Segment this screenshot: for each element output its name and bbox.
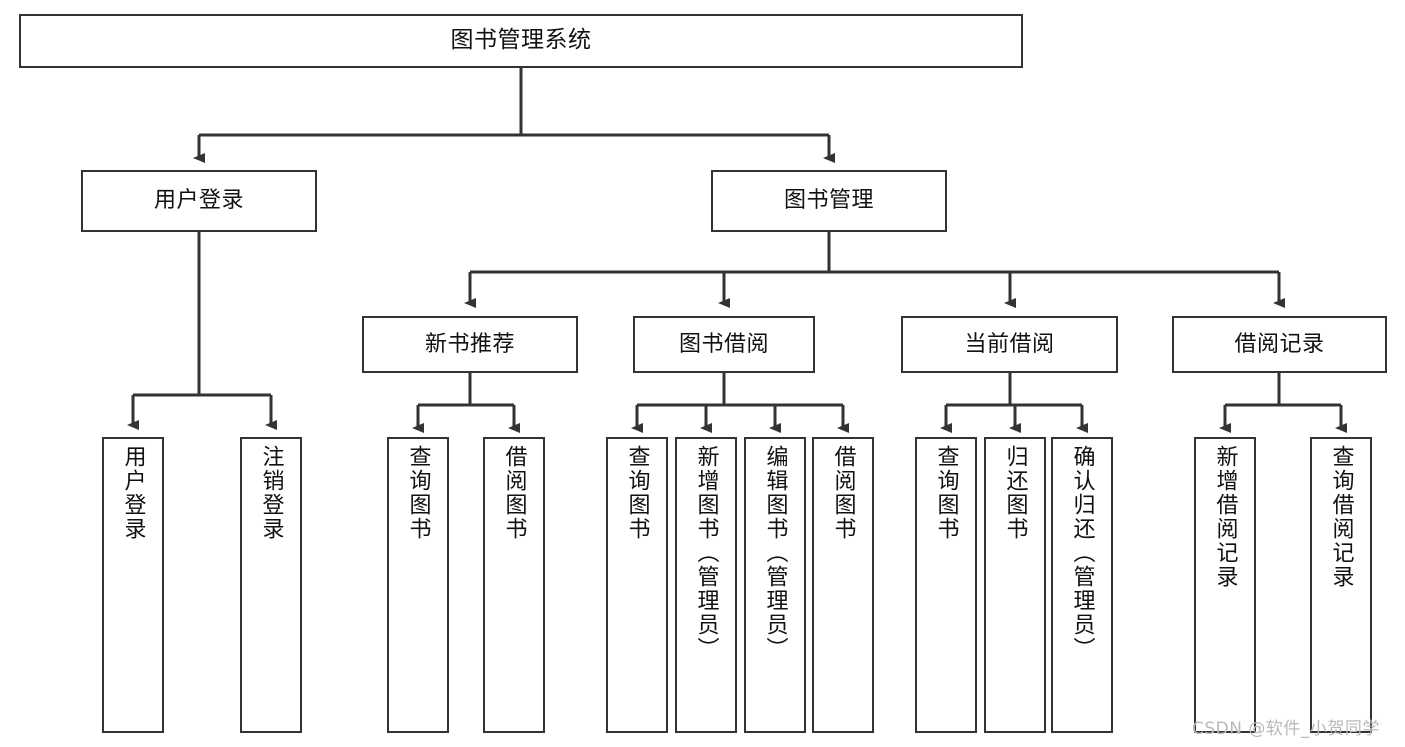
leaf-borrow-add-book-admin[interactable]: 新增图书（管理员） [675,437,737,733]
node-book-borrowing[interactable]: 图书借阅 [633,316,815,373]
node-root-library-management-system[interactable]: 图书管理系统 [19,14,1023,68]
node-label: 查询借阅记录 [1328,445,1354,589]
leaf-borrow-edit-book-admin[interactable]: 编辑图书（管理员） [744,437,806,733]
node-label: 新书推荐 [424,331,515,357]
leaf-user-login-logout[interactable]: 注销登录 [240,437,302,733]
node-label: 图书借阅 [678,331,769,357]
leaf-record-add-borrow-record[interactable]: 新增借阅记录 [1194,437,1256,733]
node-borrowing-record[interactable]: 借阅记录 [1172,316,1387,373]
node-label: 查询图书 [624,445,650,541]
leaf-user-login-login[interactable]: 用户登录 [102,437,164,733]
node-label: 借阅记录 [1234,331,1325,357]
node-label: 当前借阅 [964,331,1055,357]
leaf-new-book-borrow-books[interactable]: 借阅图书 [483,437,545,733]
node-user-login[interactable]: 用户登录 [81,170,317,232]
leaf-current-query-books[interactable]: 查询图书 [915,437,977,733]
node-label: 确认归还（管理员） [1069,445,1095,661]
node-label: 编辑图书（管理员） [762,445,788,661]
csdn-watermark: CSDN @软件_小贺同学 [1192,719,1380,739]
node-label: 借阅图书 [830,445,856,541]
node-label: 借阅图书 [501,445,527,541]
node-label: 用户登录 [120,445,146,541]
leaf-record-query-borrow-record[interactable]: 查询借阅记录 [1310,437,1372,733]
node-new-book-recommendation[interactable]: 新书推荐 [362,316,578,373]
node-current-borrowing[interactable]: 当前借阅 [901,316,1118,373]
node-label: 图书管理系统 [450,27,592,54]
node-label: 新增借阅记录 [1212,445,1238,589]
node-label: 图书管理 [783,188,874,214]
leaf-borrow-query-books[interactable]: 查询图书 [606,437,668,733]
node-book-management[interactable]: 图书管理 [711,170,947,232]
node-label: 用户登录 [153,188,244,214]
node-label: 新增图书（管理员） [693,445,719,661]
node-label: 注销登录 [258,445,284,541]
leaf-current-return-books[interactable]: 归还图书 [984,437,1046,733]
leaf-current-confirm-return-admin[interactable]: 确认归还（管理员） [1051,437,1113,733]
leaf-borrow-borrow-books[interactable]: 借阅图书 [812,437,874,733]
node-label: 归还图书 [1002,445,1028,541]
node-label: 查询图书 [933,445,959,541]
leaf-new-book-query-books[interactable]: 查询图书 [387,437,449,733]
node-label: 查询图书 [405,445,431,541]
